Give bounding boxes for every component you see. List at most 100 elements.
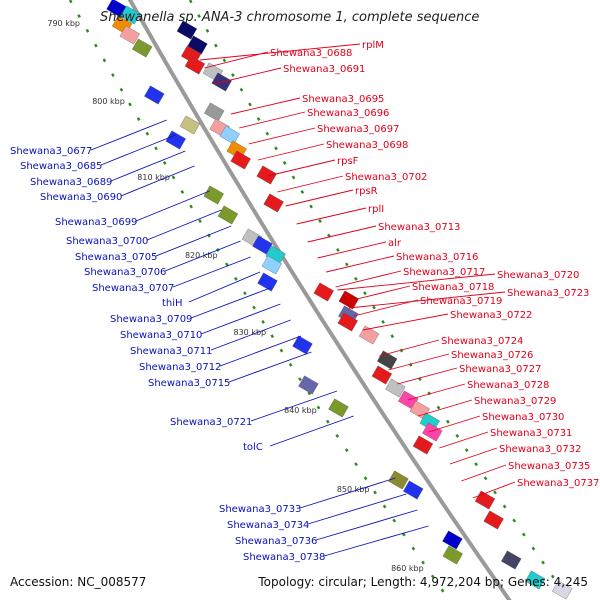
label-shewana3_0721: Shewana3_0721 [170, 417, 252, 428]
leader-line-left [90, 119, 167, 151]
label-thih: thiH [162, 298, 183, 309]
leader-line-right [277, 175, 344, 193]
gene-block [442, 530, 463, 550]
gene-block [261, 255, 282, 275]
gene-block [385, 378, 406, 398]
gene-block [179, 115, 201, 135]
leader-line-left [210, 319, 291, 351]
label-rpli: rplI [368, 204, 384, 215]
leader-line-left [299, 477, 396, 509]
gene-block [144, 85, 165, 105]
gene-block [483, 510, 504, 530]
leader-line-left [200, 303, 281, 335]
gene-block [176, 20, 198, 40]
label-shewana3_0688: Shewana3_0688 [270, 48, 352, 59]
leader-line-right [204, 51, 269, 69]
label-shewana3_0691: Shewana3_0691 [283, 64, 365, 75]
gene-block [337, 312, 358, 332]
tick-label: 810 kbp [137, 173, 170, 182]
leader-line-left [146, 209, 222, 241]
leader-line-right [213, 67, 282, 85]
label-rplm: rplM [362, 40, 384, 51]
gene-block [442, 545, 463, 565]
leader-line-right [335, 270, 402, 288]
label-shewana3_0734: Shewana3_0734 [227, 520, 309, 531]
gene-block [256, 165, 277, 185]
label-shewana3_0685: Shewana3_0685 [20, 161, 102, 172]
leader-line-left [172, 256, 251, 288]
tick-label: 820 kbp [185, 251, 218, 260]
leader-line-right [353, 299, 419, 317]
leader-line-right [258, 143, 325, 161]
label-shewana3_0733: Shewana3_0733 [219, 504, 301, 515]
leader-line-left [188, 271, 261, 303]
label-shewana3_0722: Shewana3_0722 [450, 310, 532, 321]
label-shewana3_0735: Shewana3_0735 [508, 461, 590, 472]
label-shewana3_0719: Shewana3_0719 [420, 296, 502, 307]
label-shewana3_0727: Shewana3_0727 [459, 364, 541, 375]
label-shewana3_0716: Shewana3_0716 [396, 252, 478, 263]
gene-block [552, 580, 573, 600]
topology-text: Topology: circular; Length: 4,972,204 bp… [258, 575, 588, 589]
tick-label: 800 kbp [92, 97, 125, 106]
label-shewana3_0697: Shewana3_0697 [317, 124, 399, 135]
leader-line-right [344, 285, 411, 303]
gene-block [298, 375, 319, 395]
leader-line-right [472, 481, 516, 499]
label-shewana3_0698: Shewana3_0698 [326, 140, 408, 151]
label-shewana3_0724: Shewana3_0724 [441, 336, 523, 347]
gene-block [388, 470, 409, 490]
label-rpsf: rpsF [337, 156, 359, 167]
leader-line-left [269, 415, 354, 447]
label-shewana3_0737: Shewana3_0737 [517, 478, 599, 489]
leader-line-right [285, 189, 354, 207]
label-shewana3_0732: Shewana3_0732 [499, 444, 581, 455]
label-shewana3_0717: Shewana3_0717 [403, 267, 485, 278]
gene-block [313, 282, 334, 302]
chromosome-backbone [127, 0, 512, 600]
gene-block [328, 398, 349, 418]
gene-block [358, 325, 380, 345]
label-shewana3_0696: Shewana3_0696 [307, 108, 389, 119]
label-shewana3_0731: Shewana3_0731 [490, 428, 572, 439]
label-shewana3_0726: Shewana3_0726 [451, 350, 533, 361]
leader-line-right [439, 431, 489, 449]
leader-line-left [120, 165, 195, 197]
gene-block [119, 25, 140, 45]
leader-line-left [315, 509, 418, 541]
leader-line-right [337, 273, 496, 291]
leader-line-right [428, 415, 481, 433]
leader-line-right [397, 367, 458, 385]
gene-block [217, 205, 239, 225]
label-shewana3_0712: Shewana3_0712 [139, 362, 221, 373]
leader-line-right [362, 313, 449, 331]
label-shewana3_0677: Shewana3_0677 [10, 146, 92, 157]
gene-block [230, 150, 251, 170]
leader-line-right [461, 464, 507, 482]
gene-block [132, 38, 153, 58]
label-shewana3_0729: Shewana3_0729 [474, 396, 556, 407]
gene-block [525, 570, 546, 590]
accession-text: Accession: NC_008577 [10, 575, 147, 589]
gene-block [120, 5, 141, 25]
leader-line-right [239, 111, 306, 129]
label-shewana3_0707: Shewana3_0707 [92, 283, 174, 294]
label-alr: alr [388, 238, 402, 249]
gene-block [204, 102, 225, 122]
label-shewana3_0736: Shewana3_0736 [235, 536, 317, 547]
gene-block [184, 55, 206, 75]
label-shewana3_0702: Shewana3_0702 [345, 172, 427, 183]
label-shewana3_0723: Shewana3_0723 [507, 288, 589, 299]
leader-line-left [190, 287, 271, 319]
gene-block [257, 272, 278, 292]
leader-line-right [199, 43, 361, 61]
gene-block [501, 550, 522, 570]
label-tolc: tolC [243, 442, 263, 453]
leader-line-left [164, 240, 241, 272]
leader-line-right [248, 127, 316, 145]
leader-line-left [155, 225, 232, 257]
leader-line-right [418, 399, 473, 417]
gene-block [203, 185, 224, 205]
